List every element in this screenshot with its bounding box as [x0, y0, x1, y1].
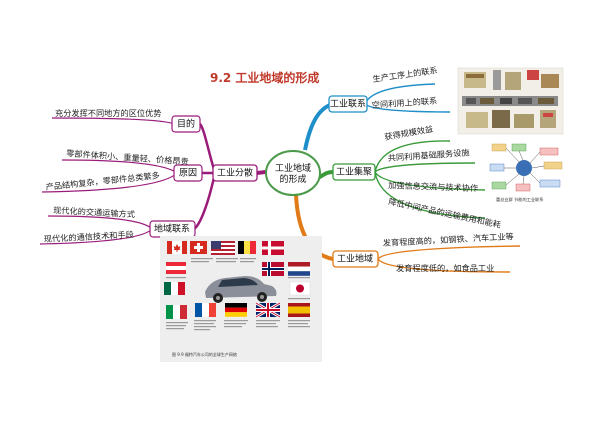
center-node: 工业地域的形成 [265, 150, 321, 196]
leaf-link-leaf-1: 现代化的交通运输方式 [53, 205, 135, 219]
edge-region-1 [377, 245, 521, 260]
edge-agg-2 [374, 162, 476, 173]
svg-text:工业分散: 工业分散 [217, 167, 253, 179]
flag-canada [167, 241, 187, 254]
flag-austria [166, 262, 186, 274]
svg-text:工业联系: 工业联系 [330, 99, 366, 110]
node-industry-link: 工业联系 [328, 95, 368, 113]
diagram-title: 9.2 工业地域的形成 [210, 70, 319, 85]
cluster-illustration: 蕾丝业群 节能的工业联系 [486, 140, 568, 206]
leaf-agg-1: 获得规模效益 [384, 124, 434, 142]
node-agglomeration: 工业集聚 [332, 163, 376, 181]
flag-norway [262, 262, 284, 276]
leaf-link-1: 生产工序上的联系 [372, 65, 438, 84]
edge-disp-purpose [198, 123, 217, 174]
edge-agg-1 [374, 140, 451, 173]
node-region: 工业地域 [332, 250, 379, 268]
flag-france [195, 303, 216, 317]
edge-link-leaf-1 [47, 215, 153, 230]
flag-denmark [262, 241, 284, 255]
flag-usa [211, 241, 235, 255]
edge-region-2 [377, 258, 511, 273]
edge-agg-4 [374, 171, 486, 219]
flag-uk [255, 301, 281, 319]
edge-link-leaf-2 [39, 228, 153, 245]
center-node-line: 的形成 [279, 173, 306, 185]
svg-text:工业地域: 工业地域 [337, 253, 373, 265]
car-flags-figure: 图 9.9 福特汽车公司的全球生产网络 [160, 236, 322, 362]
flag-italy [166, 305, 187, 319]
leaf-link-leaf-2: 现代化的通信技术和手段 [44, 229, 134, 244]
car-figure-caption: 图 9.9 福特汽车公司的全球生产网络 [172, 351, 237, 357]
svg-text:原因: 原因 [179, 168, 197, 179]
leaf-region-1: 发育程度高的，如钢铁、汽车工业等 [383, 231, 514, 248]
flag-germany [225, 303, 247, 317]
flag-mexico [164, 282, 185, 295]
edge-purpose-1 [51, 117, 175, 125]
svg-text:目的: 目的 [177, 118, 195, 130]
flag-japan [289, 281, 311, 296]
center-node-label: 工业地域的形成 [275, 162, 311, 185]
flag-spain [288, 303, 310, 317]
leaf-agg-2: 共同利用基础服务设施 [387, 147, 469, 163]
edge-agg-3 [374, 171, 486, 191]
svg-text:地域联系: 地域联系 [154, 223, 190, 235]
node-dispersion: 工业分散 [212, 164, 258, 182]
leaf-reason-1: 零部件体积小、重量轻、价格昂贵 [66, 148, 189, 167]
svg-text:工业集聚: 工业集聚 [336, 166, 372, 178]
node-region-link: 地域联系 [149, 220, 196, 238]
edge-reason-2 [41, 172, 178, 193]
leaf-agg-3: 加强信息交流与技术协作 [388, 180, 478, 193]
center-node-line: 工业地域 [275, 162, 311, 174]
leaf-purpose-1: 充分发挥不同地方的区位优势 [55, 108, 161, 118]
figure-text-blocks [166, 258, 310, 331]
flag-switzerland [190, 241, 207, 254]
leaf-link-2: 空间利用上的联系 [371, 95, 437, 110]
node-reason: 原因 [173, 164, 203, 182]
cluster-caption: 蕾丝业群 节能的工业联系 [496, 196, 543, 203]
leaf-agg-4: 降低中间产品的运输费用和能耗 [388, 196, 502, 230]
flag-netherlands [288, 262, 310, 276]
edge-reason-1 [61, 159, 178, 174]
leaf-region-2: 发育程度低的，如食品工业 [396, 263, 494, 273]
car-image [205, 276, 277, 303]
leaf-reason-2: 产品结构复杂，零部件总类繁多 [45, 170, 160, 192]
node-purpose: 目的 [171, 115, 201, 133]
factory-illustration [457, 67, 564, 135]
flag-belgium [238, 241, 256, 254]
